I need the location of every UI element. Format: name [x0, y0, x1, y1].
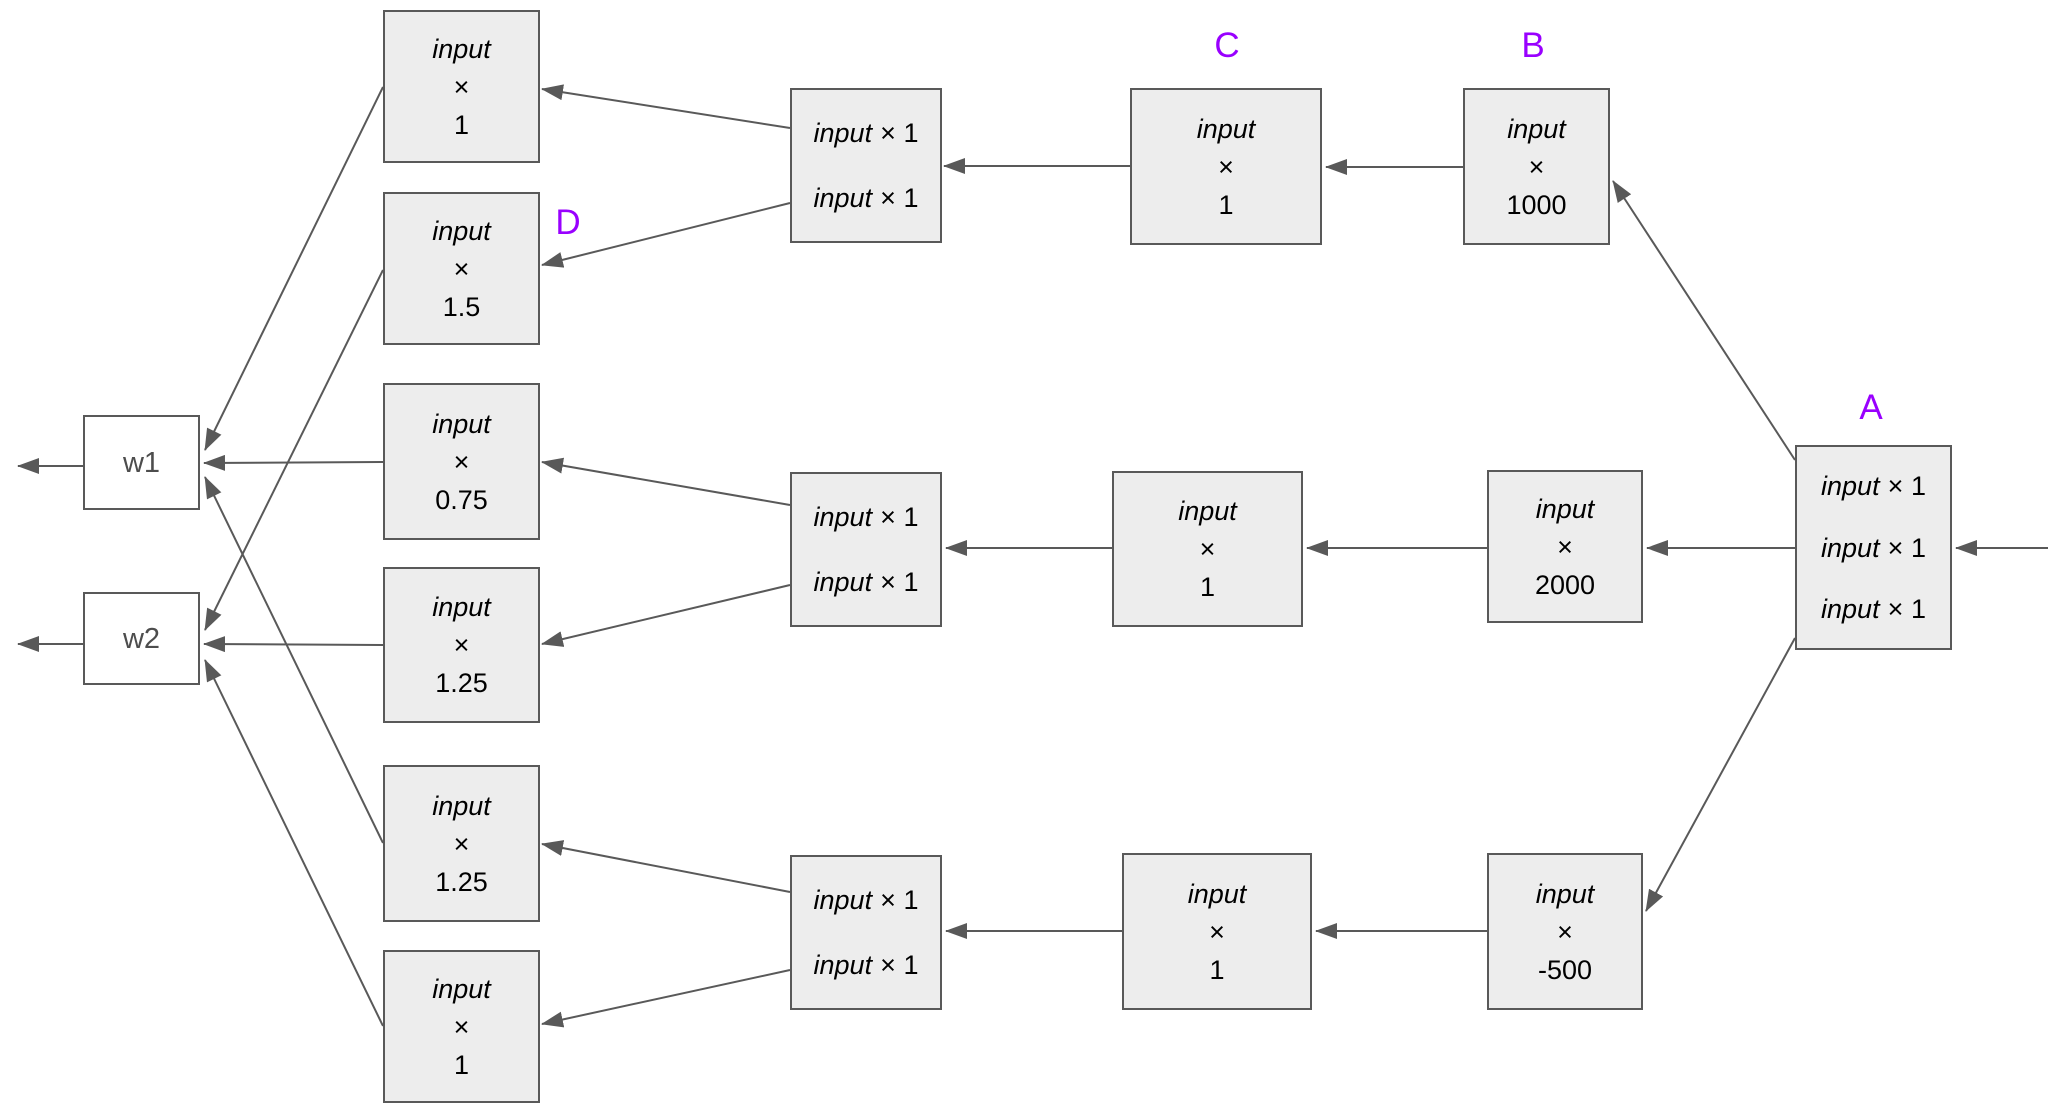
input-line: input× 1 [1821, 471, 1926, 501]
box-value: -500 [1537, 954, 1593, 985]
box-op: × [453, 71, 470, 102]
box-value: 2000 [1534, 569, 1596, 600]
box-op: × [453, 253, 470, 284]
scale-box-6: input × 1 [383, 950, 540, 1103]
box-value: 1.5 [442, 291, 481, 322]
pair-box-1: input× 1 input× 1 [790, 88, 942, 243]
annotation-C: C [1214, 26, 1240, 65]
w2-label: w2 [122, 622, 161, 655]
scale-box-4: input × 1.25 [383, 567, 540, 723]
input-line: input× 1 [1821, 594, 1926, 624]
input-box-A: input× 1 input× 1 input× 1 [1795, 445, 1952, 650]
arrow-A-to-B [1612, 180, 1796, 461]
box-op: × [453, 828, 470, 859]
box-value: 1 [1218, 189, 1234, 220]
arrow-pair1-to-scale2 [541, 202, 791, 268]
scale-box-3: input × 0.75 [383, 383, 540, 540]
annotation-B: B [1521, 26, 1545, 65]
arrow-scale5-to-w1 [204, 476, 384, 844]
box-word: input [1178, 496, 1237, 526]
input-line: input× 1 [1821, 532, 1926, 563]
arrow-scale4-to-w2 [203, 636, 384, 653]
box-op: × [1209, 916, 1225, 947]
pair-line: input× 1 [813, 502, 919, 532]
value-box-B-1000: input × 1000 [1463, 88, 1610, 245]
box-value: 1.25 [435, 668, 488, 698]
box-op: × [1557, 531, 1573, 562]
arrow-pair2-to-scale4 [541, 584, 791, 647]
value-box-neg500: input × -500 [1487, 853, 1643, 1010]
box-word: input [432, 973, 491, 1004]
box-word: input [432, 215, 491, 246]
arrow-pair2-to-scale3 [541, 457, 791, 506]
value-box-2000: input × 2000 [1487, 470, 1643, 623]
box-word: input [432, 408, 491, 439]
arrow-scale3-to-w1 [203, 454, 384, 471]
arrow-pair1-to-scale1 [541, 84, 791, 129]
w1-label: w1 [122, 446, 161, 479]
box-word: input [1507, 113, 1566, 144]
pair-line: input× 1 [813, 950, 919, 980]
box-word: input [1187, 878, 1247, 909]
annotation-A: A [1859, 388, 1883, 427]
scale-box-2: input × 1.5 [383, 192, 540, 345]
pair-box-3: input× 1 input× 1 [790, 855, 942, 1010]
arrow-scale6-to-w2 [204, 659, 384, 1027]
box-op: × [1557, 916, 1573, 947]
pair-box-2: input× 1 input× 1 [790, 472, 942, 627]
pair-line: input× 1 [813, 885, 919, 915]
box-value: 1 [1199, 572, 1216, 602]
arrow-scale2-to-w2 [204, 269, 384, 631]
arrow-pair3-to-scale6 [541, 969, 791, 1028]
w2-node: w2 [83, 592, 200, 685]
box-value: 1 [453, 109, 470, 140]
box-op: × [453, 630, 470, 660]
unit-box-3: input × 1 [1122, 853, 1312, 1010]
arrow-scale1-to-w1 [204, 86, 384, 451]
box-op: × [453, 446, 470, 477]
w1-node: w1 [83, 415, 200, 510]
box-value: 1 [1209, 954, 1225, 985]
box-value: 1000 [1506, 189, 1567, 220]
box-value: 1.25 [435, 866, 488, 897]
box-word: input [432, 790, 491, 821]
box-word: input [1535, 493, 1595, 524]
box-word: input [432, 33, 491, 64]
scale-box-5: input × 1.25 [383, 765, 540, 922]
pair-line: input× 1 [813, 118, 919, 148]
box-value: 1 [453, 1049, 470, 1080]
pair-line: input× 1 [813, 567, 919, 597]
unit-box-C: input × 1 [1130, 88, 1322, 245]
box-op: × [1218, 151, 1234, 182]
arrow-A-to-neg500 [1645, 637, 1796, 912]
box-op: × [453, 1011, 470, 1042]
box-value: 0.75 [435, 484, 488, 515]
arrow-pair3-to-scale5 [541, 840, 791, 893]
box-word: input [432, 592, 491, 622]
box-word: input [1535, 878, 1595, 909]
box-op: × [1528, 151, 1545, 182]
box-op: × [1199, 534, 1216, 564]
pair-line: input× 1 [813, 183, 919, 213]
scale-box-1: input × 1 [383, 10, 540, 163]
annotation-D: D [555, 203, 581, 242]
unit-box-2: input × 1 [1112, 471, 1303, 627]
box-word: input [1196, 113, 1256, 144]
